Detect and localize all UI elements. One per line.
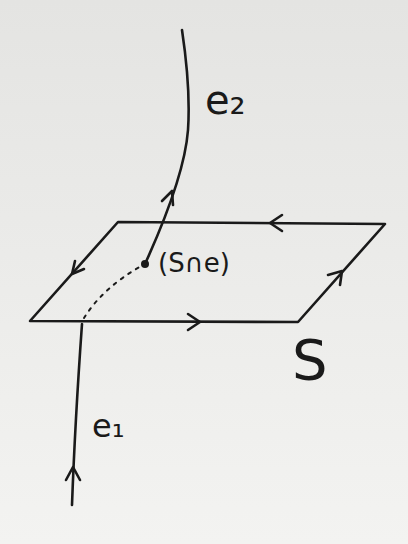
surface-outline xyxy=(30,222,385,322)
intersection-dot xyxy=(141,260,149,268)
curve-label: e₁ xyxy=(92,410,125,442)
curve-label: e₂ xyxy=(205,80,246,120)
curve-e2 xyxy=(145,30,189,264)
boundary-arrow xyxy=(328,271,342,285)
surface-label: S xyxy=(292,332,328,388)
curve-arrow xyxy=(162,191,173,205)
hidden-curve xyxy=(84,264,145,318)
curve-e1 xyxy=(72,324,82,505)
boundary-arrow xyxy=(72,261,84,274)
curve-arrow xyxy=(66,467,80,480)
intersection-label: (S∩e) xyxy=(158,250,230,276)
boundary-arrow xyxy=(270,215,282,231)
boundary-arrow xyxy=(188,314,200,330)
